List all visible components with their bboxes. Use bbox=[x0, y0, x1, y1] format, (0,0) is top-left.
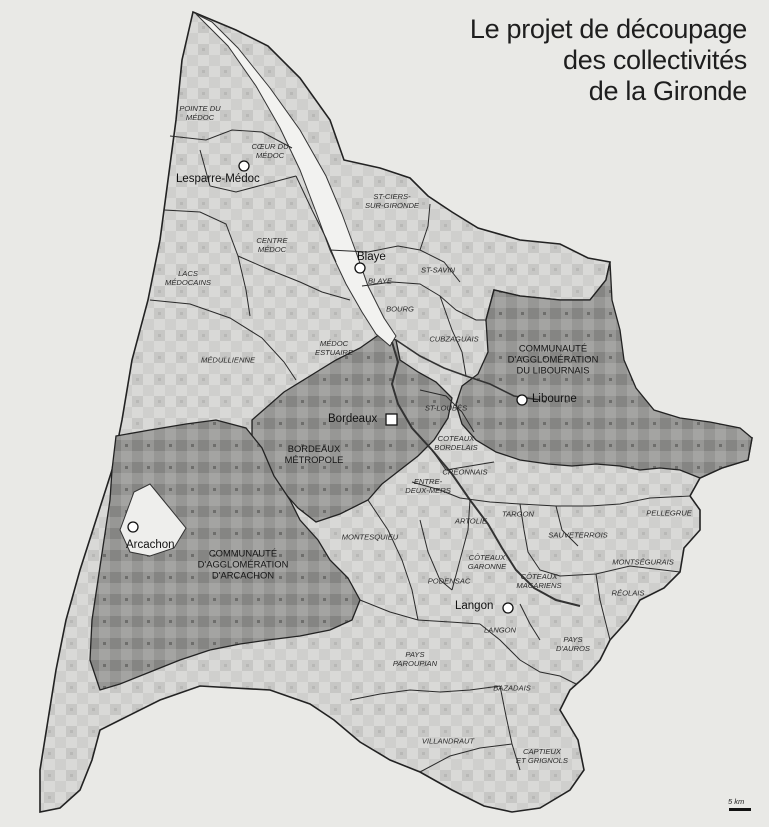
label-st-ciers: ST-CIERS-SUR-GIRONDE bbox=[364, 192, 420, 210]
city-lesparre: Lesparre-Médoc bbox=[176, 173, 260, 185]
garonne-river bbox=[390, 341, 581, 607]
label-st-savin: ST-SAVIN bbox=[421, 265, 455, 275]
label-blaye-area: BLAYE bbox=[368, 276, 392, 286]
gironde-estuary bbox=[195, 13, 397, 347]
label-creonnais: CRÉONNAIS bbox=[442, 467, 488, 477]
city-bordeaux: Bordeaux bbox=[328, 413, 378, 425]
blaye-marker bbox=[354, 262, 366, 274]
libourne-marker bbox=[516, 394, 528, 406]
arcachon-marker bbox=[127, 521, 139, 533]
label-bazadais: BAZADAIS bbox=[493, 683, 531, 693]
label-medullienne: MÉDULLIENNE bbox=[200, 355, 256, 365]
title-line-3: de la Gironde bbox=[588, 76, 748, 106]
label-artolie: ARTOLIE bbox=[454, 516, 488, 526]
city-libourne: Libourne bbox=[532, 393, 577, 405]
arcachon-basin bbox=[119, 483, 187, 557]
label-sauveterrois: SAUVETERROIS bbox=[548, 530, 608, 540]
label-villandraut: VILLANDRAUT bbox=[421, 736, 475, 746]
label-st-loubes: ST-LOUBÈS bbox=[424, 403, 468, 413]
city-langon: Langon bbox=[455, 600, 494, 612]
scale-label: 5 km bbox=[728, 797, 745, 806]
label-reolais: RÉOLAIS bbox=[611, 588, 645, 598]
lesparre-marker bbox=[238, 160, 250, 172]
title-line-1: Le projet de découpage bbox=[469, 14, 747, 44]
label-entre-deux-mers: ENTRE-DEUX-MERS bbox=[405, 477, 451, 495]
label-langon-area: LANGON bbox=[483, 625, 517, 635]
label-montesquieu: MONTESQUIEU bbox=[341, 532, 399, 542]
city-blaye: Blaye bbox=[357, 251, 386, 263]
label-montsegurais: MONTSÉGURAIS bbox=[612, 557, 674, 567]
scale-bar bbox=[729, 808, 751, 811]
label-pellegrue: PELLEGRUE bbox=[646, 508, 692, 518]
city-arcachon: Arcachon bbox=[126, 539, 175, 551]
ca-arcachon-area bbox=[89, 419, 361, 691]
internal-boundaries bbox=[149, 129, 691, 773]
label-targon: TARGON bbox=[502, 509, 534, 519]
ca-libournais-area bbox=[455, 261, 753, 479]
title-line-2: des collectivités bbox=[563, 45, 747, 75]
label-cubzaguais: CUBZAGUAIS bbox=[429, 334, 479, 344]
label-bourg: BOURG bbox=[386, 304, 414, 314]
bordeaux-marker bbox=[385, 413, 398, 426]
map-title: Le projet de découpage des collectivités… bbox=[470, 14, 747, 107]
label-podensac: PODENSAC bbox=[427, 576, 471, 586]
bordeaux-metropole-area bbox=[251, 333, 453, 523]
langon-marker bbox=[502, 602, 514, 614]
